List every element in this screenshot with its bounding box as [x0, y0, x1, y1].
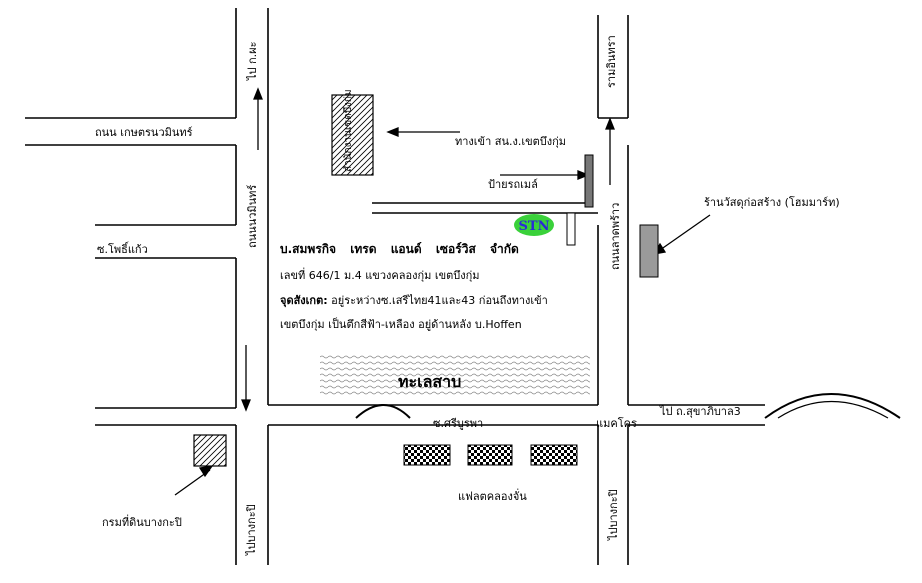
label-road-ladprao: ถนนลาดพร้าว — [609, 202, 622, 270]
label-soi-phoengam: ซ.โพธิ์แก้ว — [97, 243, 148, 256]
homemart-building — [639, 224, 659, 278]
company-word-4: จำกัด — [489, 242, 519, 256]
lake-area — [320, 355, 590, 395]
label-soi-sriburapha: ซ.ศรีบูรพา — [433, 417, 484, 430]
direction-arrows — [174, 87, 711, 496]
land-office-building — [193, 434, 227, 467]
landmark-text: อยู่ระหว่างซ.เสรีไทย41และ43 ก่อนถึงทางเข… — [327, 294, 548, 307]
lake-label: ทะเลสาบ — [398, 372, 462, 391]
label-road-kaset: ถนน เกษตรนวมินทร์ — [95, 126, 193, 139]
address-line-2: จุดสังเกต: อยู่ระหว่างซ.เสรีไทย41และ43 ก… — [280, 291, 548, 309]
flat-building-1 — [403, 444, 451, 466]
bueng-kum-office-building — [331, 94, 374, 176]
label-to-bangkapi-left: ไปบางกะปิ — [245, 504, 258, 555]
gate-post — [566, 212, 576, 246]
label-land-office: กรมที่ดินบางกะปิ — [102, 516, 182, 529]
logo-text: STN — [519, 219, 550, 234]
company-word-1: เทรด — [350, 242, 377, 256]
label-makro: แมคโคร — [596, 417, 637, 430]
address-line-1: เลขที่ 646/1 ม.4 แขวงคลองกุ่ม เขตบึงกุ่ม — [280, 269, 480, 282]
label-road-nawamin: ถนนนวมินทร์ — [246, 184, 259, 248]
label-to-ramintra: รามอินทรา — [605, 35, 618, 88]
label-entrance-office: ทางเข้า สน.ง.เขตบึงกุ่ม — [455, 135, 567, 148]
label-homemart: ร้านวัสดุก่อสร้าง (โฮมมาร์ท) — [704, 196, 840, 209]
u-turn-right — [764, 393, 901, 419]
u-turn-left — [355, 404, 411, 419]
label-to-sukhapiban: ไป ถ.สุขาภิบาล3 — [660, 405, 741, 418]
flat-building-3 — [530, 444, 578, 466]
company-name: บ.สมพรกิจ เทรด แอนด์ เซอร์วิส จำกัด — [280, 240, 529, 259]
company-word-3: เซอร์วิส — [435, 242, 476, 256]
stn-logo: STN — [514, 214, 554, 236]
label-to-bangkapi-right: ไปบางกะปิ — [607, 489, 620, 540]
label-bueng-kum-office: สำนักงานเขตบึงกุ่ม — [343, 89, 354, 172]
landmark-label: จุดสังเกต: — [280, 294, 328, 307]
bus-stop-sign — [584, 154, 594, 208]
flat-building-2 — [467, 444, 513, 466]
road-lines — [25, 8, 765, 565]
address-line-3: เขตบึงกุ่ม เป็นตึกสีฟ้า-เหลือง อยู่ด้านห… — [280, 318, 522, 331]
company-prefix: บ.สมพรกิจ — [280, 242, 337, 256]
label-bus-stop: ป้ายรถเมล์ — [488, 178, 538, 191]
label-khlong-flats: แฟลตคลองจั่น — [458, 490, 527, 503]
company-word-2: แอนด์ — [390, 242, 422, 256]
label-to-kamol: ไป ก.ผะ — [246, 41, 259, 80]
